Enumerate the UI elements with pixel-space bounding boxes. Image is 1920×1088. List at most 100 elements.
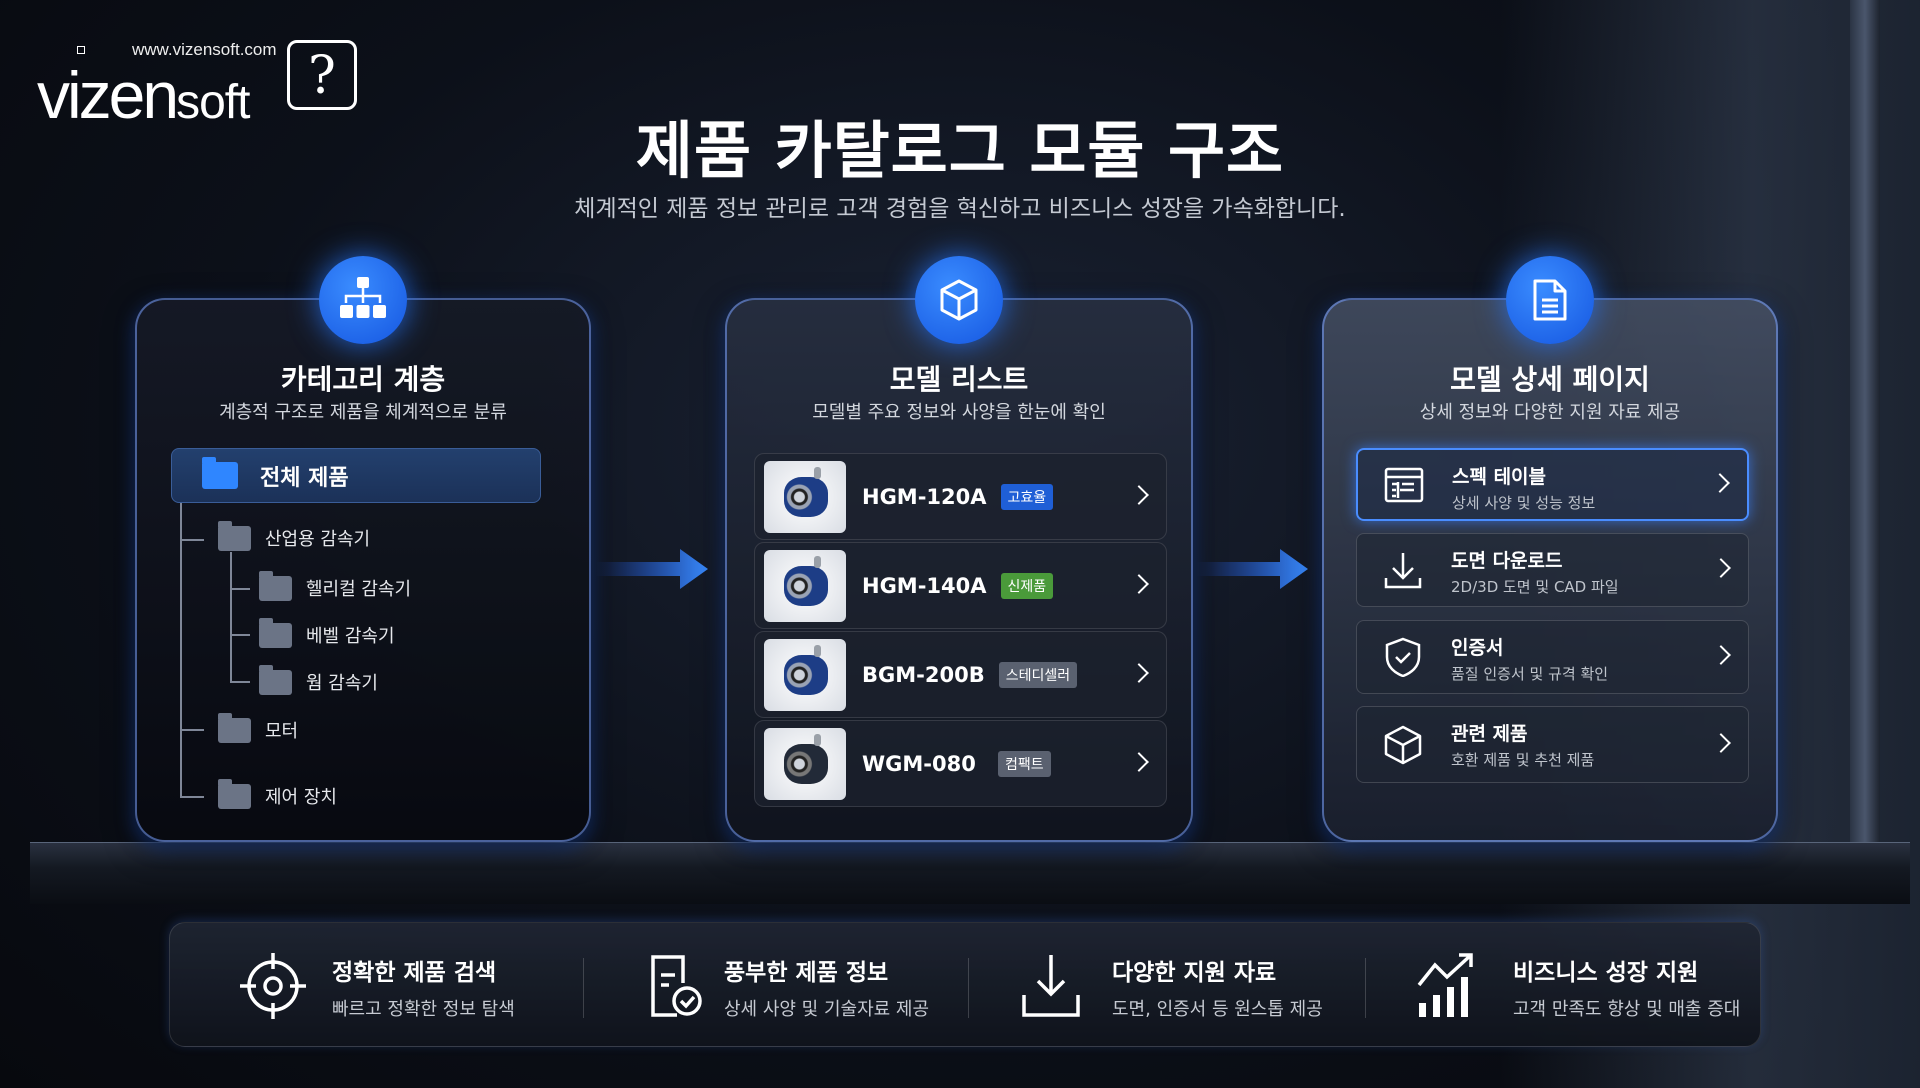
feature-bar: 정확한 제품 검색 빠르고 정확한 정보 탐색 풍부한 제품 정보 상세 사양 … — [169, 922, 1761, 1047]
detail-item-desc: 품질 인증서 및 규격 확인 — [1451, 665, 1609, 683]
model-tag: 스테디셀러 — [998, 661, 1078, 688]
divider — [1365, 958, 1366, 1018]
chevron-right-icon — [1129, 573, 1149, 594]
gearbox-image — [784, 733, 828, 784]
chevron-right-icon — [1711, 558, 1731, 578]
folder-icon — [218, 520, 251, 551]
card-title: 카테고리 계층 — [280, 363, 446, 396]
folder-icon — [202, 457, 238, 489]
model-detail-card: 모델 상세 페이지 상세 정보와 다양한 지원 자료 제공 스펙 테이블 상세 … — [1322, 256, 1778, 842]
product-thumbnail — [764, 727, 846, 800]
model-row[interactable]: HGM-120A 고효율 — [754, 453, 1167, 540]
product-thumbnail — [764, 549, 846, 622]
display-shelf — [30, 842, 1910, 904]
folder-icon — [259, 664, 292, 695]
model-name: HGM-120A — [862, 484, 987, 509]
tree-item[interactable]: 제어 장치 — [218, 778, 337, 809]
feature-desc: 고객 만족도 향상 및 매출 증대 — [1513, 999, 1741, 1020]
detail-item-title: 도면 다운로드 — [1451, 550, 1563, 572]
download-icon — [1384, 553, 1422, 589]
feature-desc: 상세 사양 및 기술자료 제공 — [724, 999, 930, 1020]
tree-item[interactable]: 모터 — [218, 712, 299, 743]
feature-item: 정확한 제품 검색 빠르고 정확한 정보 탐색 — [170, 923, 583, 1048]
detail-item-desc: 상세 사양 및 성능 정보 — [1452, 494, 1596, 512]
feature-desc: 빠르고 정확한 정보 탐색 — [332, 999, 515, 1020]
category-hierarchy-card: 카테고리 계층 계층적 구조로 제품을 체계적으로 분류 전체 제품 산업용 감… — [135, 256, 591, 842]
detail-item-title: 인증서 — [1451, 637, 1504, 659]
tree-item-label: 헬리컬 감속기 — [306, 579, 412, 600]
tree-item-label: 모터 — [265, 721, 299, 742]
detail-item-related-products[interactable]: 관련 제품 호환 제품 및 추천 제품 — [1356, 706, 1749, 783]
tree-line — [230, 634, 250, 636]
feature-item: 다양한 지원 자료 도면, 인증서 등 원스톱 제공 — [968, 923, 1365, 1048]
tree-item-label: 산업용 감속기 — [265, 529, 371, 550]
feature-title: 비즈니스 성장 지원 — [1513, 960, 1699, 986]
tree-item-label: 베벨 감속기 — [306, 626, 395, 647]
tree-item[interactable]: 베벨 감속기 — [259, 617, 395, 648]
chevron-right-icon — [1711, 645, 1731, 665]
shield-check-icon — [1385, 637, 1421, 677]
detail-item-desc: 2D/3D 도면 및 CAD 파일 — [1451, 578, 1619, 596]
detail-item-desc: 호환 제품 및 추천 제품 — [1451, 751, 1595, 769]
logo-square-icon — [77, 46, 85, 54]
tree-line — [180, 729, 204, 731]
chevron-right-icon — [1711, 732, 1731, 753]
tree-item[interactable]: 산업용 감속기 — [218, 520, 371, 551]
folder-icon — [218, 778, 251, 809]
detail-item-certificate[interactable]: 인증서 품질 인증서 및 규격 확인 — [1356, 620, 1749, 694]
tree-line — [230, 681, 250, 683]
cube-icon — [915, 256, 1003, 344]
background-pillar — [1850, 0, 1880, 900]
page-title: 제품 카탈로그 모듈 구조 — [635, 114, 1285, 187]
chevron-right-icon — [1129, 751, 1149, 772]
download-icon — [1022, 955, 1080, 1017]
logo-url: www.vizensoft.com — [132, 40, 277, 59]
chevron-right-icon — [1129, 662, 1149, 683]
model-row[interactable]: BGM-200B 스테디셀러 — [754, 631, 1167, 718]
growth-chart-icon — [1417, 953, 1473, 1017]
product-thumbnail — [764, 460, 846, 533]
feature-title: 풍부한 제품 정보 — [724, 960, 889, 986]
gearbox-image — [784, 466, 828, 517]
document-check-icon — [651, 955, 702, 1017]
tree-line — [180, 539, 204, 541]
feature-title: 다양한 지원 자료 — [1112, 960, 1277, 986]
model-tag: 고효율 — [1000, 483, 1054, 510]
hierarchy-icon — [319, 256, 407, 344]
model-tag: 신제품 — [1000, 572, 1054, 599]
gearbox-image — [784, 555, 828, 606]
logo-soft: soft — [176, 76, 250, 129]
card-title: 모델 상세 페이지 — [1450, 363, 1650, 396]
tree-line — [180, 503, 182, 798]
model-name: WGM-080 — [862, 751, 976, 776]
chevron-right-icon — [1129, 484, 1149, 505]
card-subtitle: 상세 정보와 다양한 지원 자료 제공 — [1419, 402, 1681, 423]
vizensoft-logo: www.vizensoft.com vizensoft ? — [37, 40, 367, 130]
tree-line — [180, 796, 204, 798]
folder-icon — [218, 712, 251, 743]
model-list-card: 모델 리스트 모델별 주요 정보와 사양을 한눈에 확인 HGM-120A 고효… — [725, 256, 1193, 842]
detail-item-spec-table[interactable]: 스펙 테이블 상세 사양 및 성능 정보 — [1356, 448, 1749, 521]
divider — [583, 958, 584, 1018]
tree-item-label: 제어 장치 — [265, 787, 337, 808]
logo-vizen: vizen — [37, 58, 179, 132]
tree-item[interactable]: 헬리컬 감속기 — [259, 570, 412, 601]
tree-root-all-products[interactable]: 전체 제품 — [171, 448, 541, 503]
card-subtitle: 모델별 주요 정보와 사양을 한눈에 확인 — [812, 402, 1106, 423]
feature-item: 풍부한 제품 정보 상세 사양 및 기술자료 제공 — [583, 923, 968, 1048]
feature-title: 정확한 제품 검색 — [332, 960, 497, 986]
folder-icon — [259, 570, 292, 601]
detail-item-drawing-download[interactable]: 도면 다운로드 2D/3D 도면 및 CAD 파일 — [1356, 533, 1749, 607]
document-icon — [1506, 256, 1594, 344]
tree-item[interactable]: 웜 감속기 — [259, 664, 378, 695]
flow-arrow-icon — [596, 549, 708, 589]
model-row[interactable]: HGM-140A 신제품 — [754, 542, 1167, 629]
detail-item-title: 관련 제품 — [1451, 723, 1528, 745]
tree-line — [230, 552, 232, 683]
feature-desc: 도면, 인증서 등 원스톱 제공 — [1112, 999, 1323, 1020]
model-row[interactable]: WGM-080 컴팩트 — [754, 720, 1167, 807]
card-subtitle: 계층적 구조로 제품을 체계적으로 분류 — [219, 402, 507, 423]
target-icon — [240, 953, 306, 1019]
tree-item-label: 웜 감속기 — [306, 673, 378, 694]
table-icon — [1384, 467, 1424, 502]
